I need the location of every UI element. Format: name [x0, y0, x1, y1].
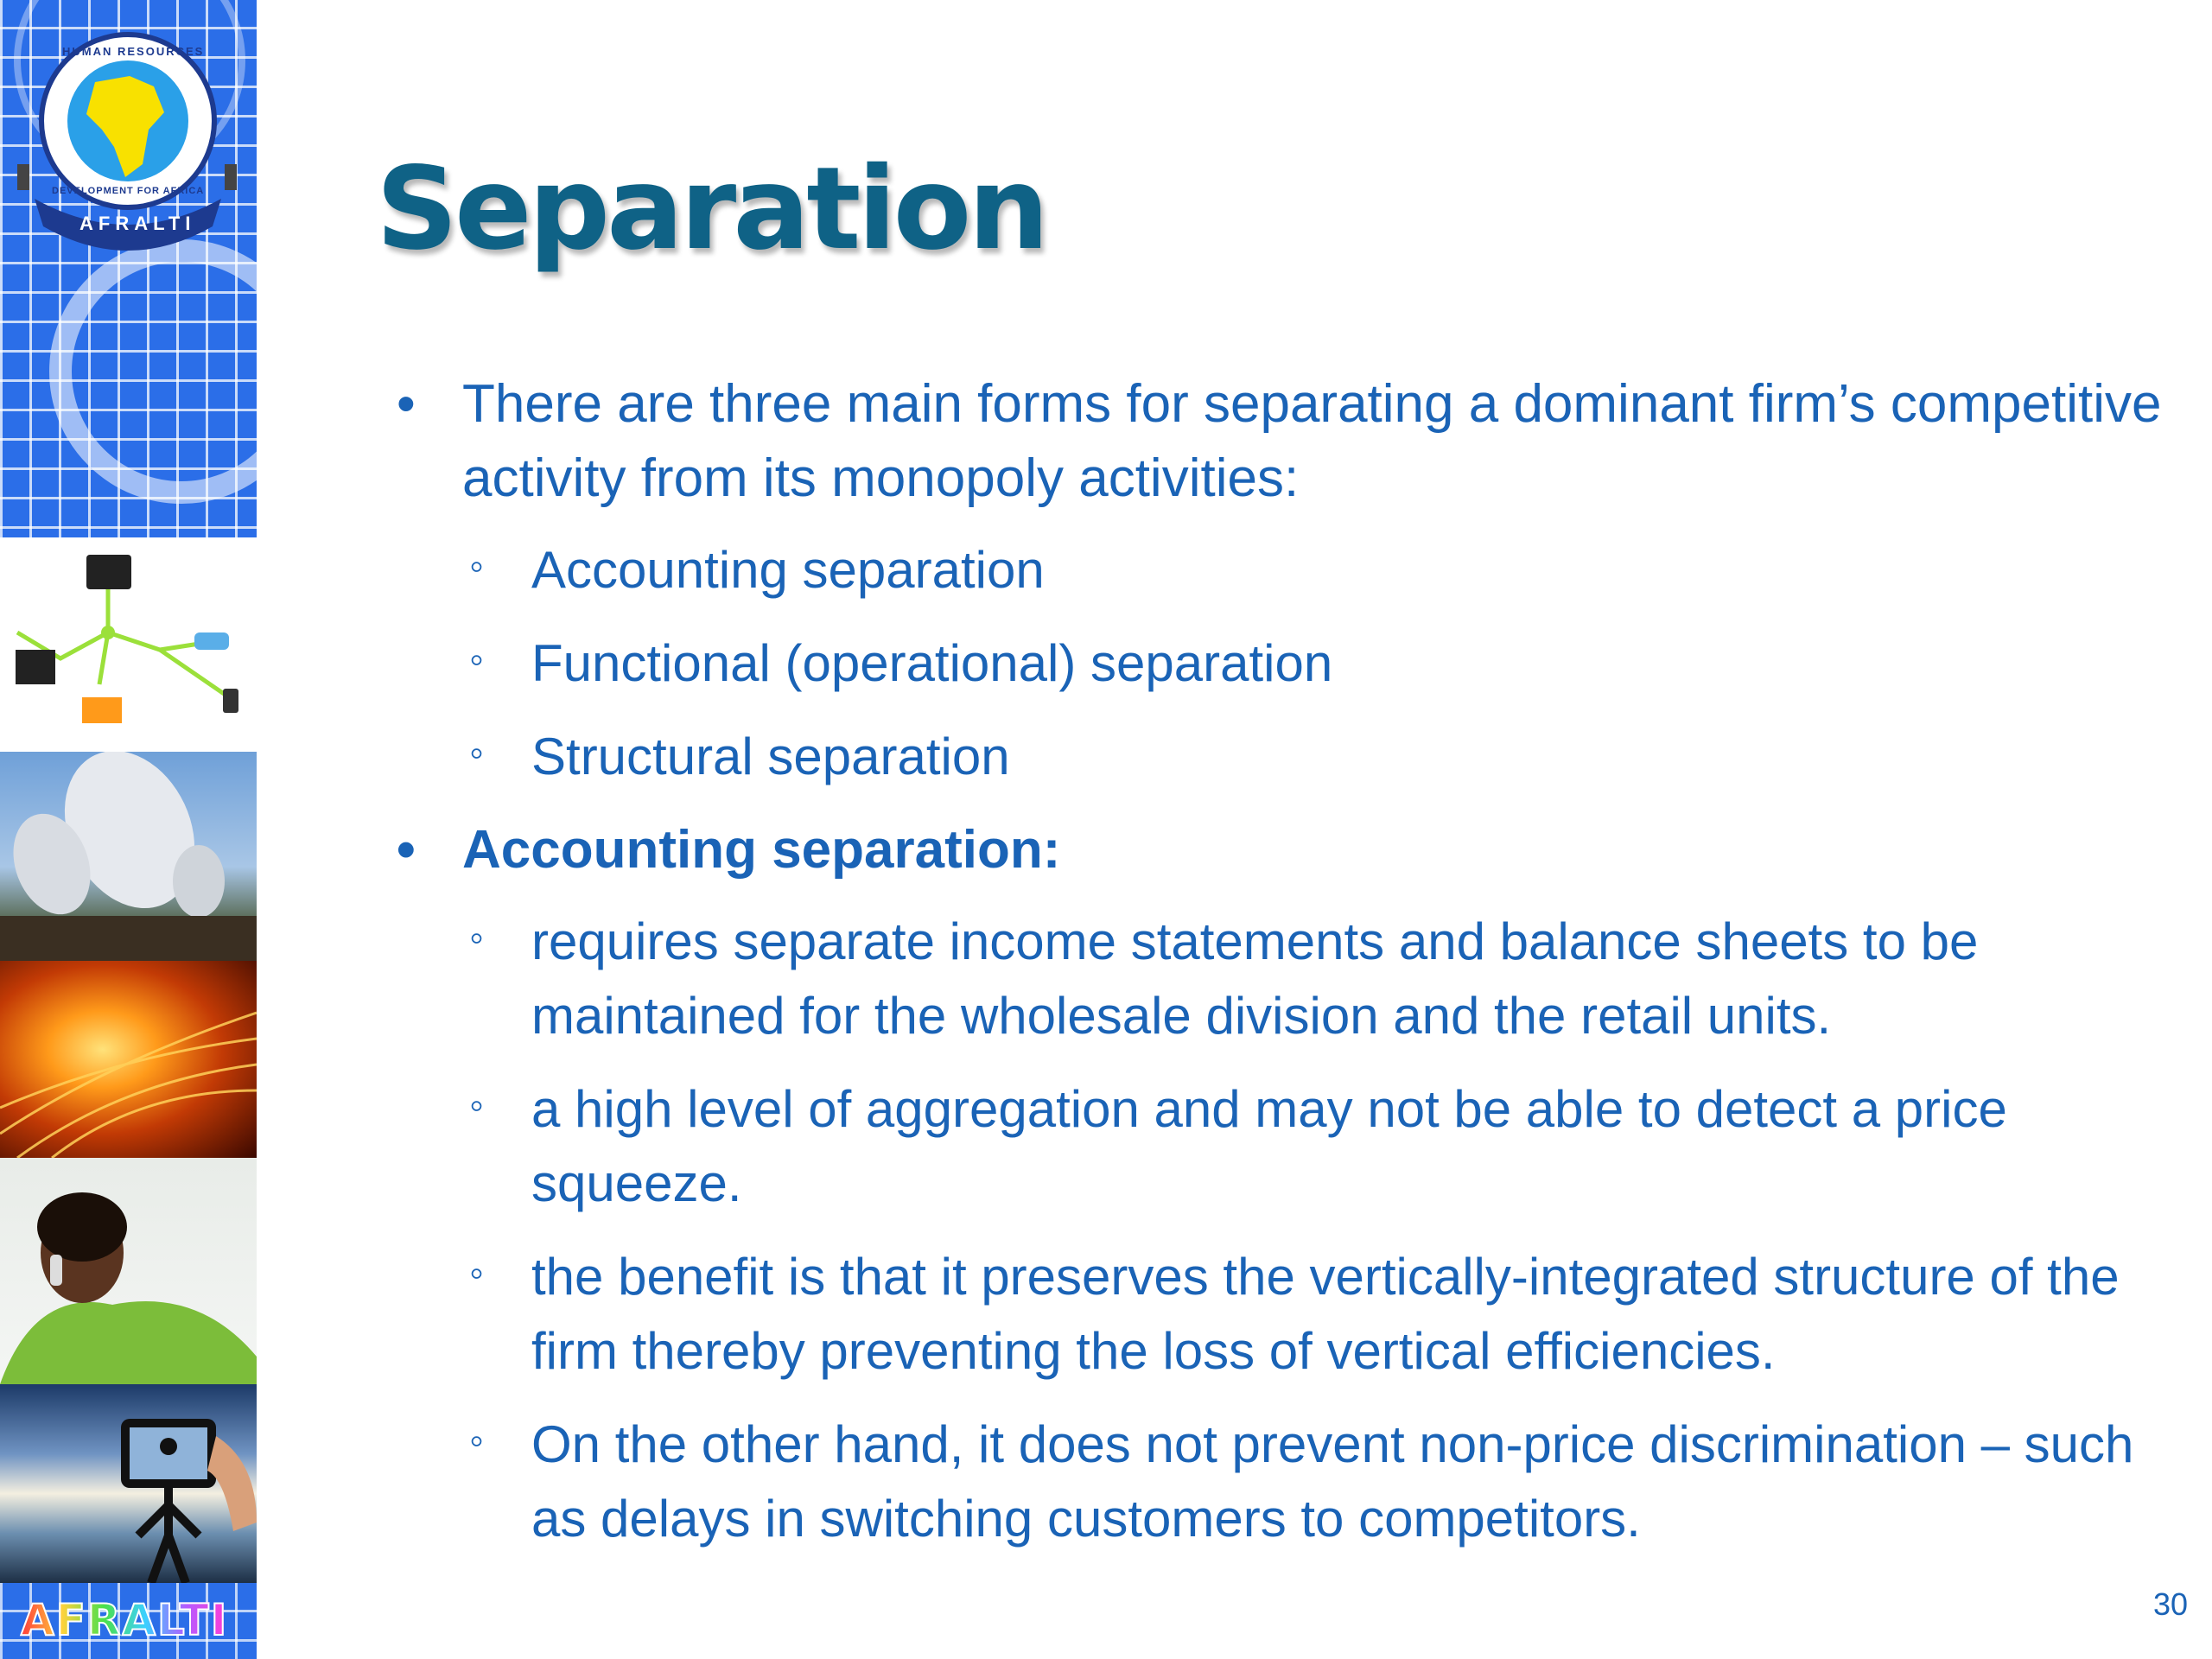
logo-graphic	[14, 0, 257, 504]
sub-bullet-text: requires separate income statements and …	[531, 912, 1979, 1045]
logo-ring-text-bottom: DEVELOPMENT FOR AFRICA	[52, 186, 205, 196]
sub-bullet-text: a high level of aggregation and may not …	[531, 1080, 2007, 1212]
sub-bullet-circle-icon: ◦	[469, 730, 485, 776]
sub-bullet-item: ◦ Functional (operational) separation	[393, 626, 2173, 701]
sub-bullet-text: the benefit is that it preserves the ver…	[531, 1248, 2120, 1380]
bullet-dot-icon: •	[397, 820, 416, 880]
network-devices-image	[0, 537, 257, 752]
sub-bullet-text: On the other hand, it does not prevent n…	[531, 1415, 2134, 1548]
afralti-wordmark-panel: AFRALTI	[0, 1583, 257, 1659]
sub-bullet-item: ◦ Accounting separation	[393, 533, 2173, 607]
sub-bullet-circle-icon: ◦	[469, 1418, 485, 1464]
sub-bullet-circle-icon: ◦	[469, 915, 485, 961]
sub-bullet-circle-icon: ◦	[469, 637, 485, 683]
logo-banner-text: AFRALTI	[79, 213, 196, 234]
sub-bullet-text: Accounting separation	[531, 541, 1045, 599]
fiber-optics-image	[0, 961, 257, 1158]
sidebar-strip: HUMAN RESOURCES DEVELOPMENT FOR AFRICA A…	[0, 0, 257, 1659]
sub-bullet-text: Structural separation	[531, 728, 1010, 785]
sub-bullet-text: Functional (operational) separation	[531, 634, 1333, 692]
afralti-logo-panel: HUMAN RESOURCES DEVELOPMENT FOR AFRICA A…	[0, 0, 257, 537]
slide-title: Separation	[376, 143, 1049, 276]
camera-phone-image	[0, 1384, 257, 1583]
sub-bullet-item: ◦ On the other hand, it does not prevent…	[393, 1408, 2173, 1556]
slide-number: 30	[2152, 1586, 2188, 1622]
sub-bullet-item: ◦ a high level of aggregation and may no…	[393, 1072, 2173, 1221]
sidebar-divider	[257, 0, 262, 1659]
sub-bullet-item: ◦ requires separate income statements an…	[393, 905, 2173, 1053]
sub-bullet-item: ◦ the benefit is that it preserves the v…	[393, 1240, 2173, 1389]
satellite-dishes-image	[0, 752, 257, 961]
sub-bullet-circle-icon: ◦	[469, 1250, 485, 1296]
logo-ring-text-top: HUMAN RESOURCES	[62, 45, 205, 58]
woman-on-phone-image	[0, 1158, 257, 1384]
sub-bullet-item: ◦ Structural separation	[393, 720, 2173, 794]
bullet-item: • There are three main forms for separat…	[393, 367, 2173, 516]
bullet-text: Accounting separation:	[462, 820, 1061, 880]
bullet-item-heading: • Accounting separation:	[393, 813, 2173, 887]
bullet-dot-icon: •	[397, 374, 416, 434]
afralti-wordmark: AFRALTI	[20, 1594, 229, 1646]
sub-bullet-circle-icon: ◦	[469, 543, 485, 589]
bullet-list: • There are three main forms for separat…	[393, 367, 2173, 1575]
bullet-text: There are three main forms for separatin…	[462, 374, 2162, 508]
sub-bullet-circle-icon: ◦	[469, 1083, 485, 1128]
